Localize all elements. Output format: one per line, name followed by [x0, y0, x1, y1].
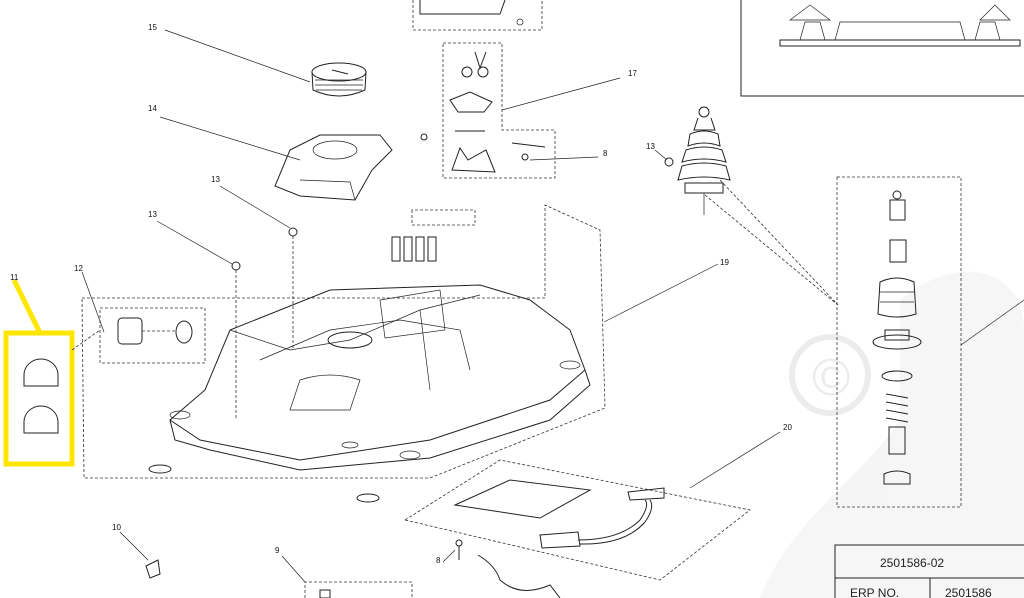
- part-10-clip: [145, 559, 161, 579]
- part-12-gasket-group: [99, 307, 206, 364]
- callout-10: 10: [112, 523, 121, 532]
- screw-13a: [288, 227, 298, 330]
- leader-13b: [156, 220, 233, 265]
- leader-10: [119, 531, 149, 561]
- part-11-caps-highlighted: [3, 329, 101, 467]
- callout-9: 9: [275, 546, 280, 555]
- leader-12: [81, 271, 105, 333]
- leader-14: [159, 116, 301, 161]
- callout-14: 14: [148, 104, 157, 113]
- callout-8b: 8: [436, 556, 441, 565]
- watermark-symbol: ©: [812, 349, 850, 407]
- callout-12: 12: [74, 264, 83, 273]
- title-block-erp-label: ERP NO.: [850, 586, 899, 598]
- leader-column-right: [960, 299, 1024, 346]
- leader-joystick-to-column-b: [704, 194, 839, 306]
- inset-view-top-right: [740, 0, 1024, 97]
- leader-9: [281, 555, 306, 583]
- leader-8a: [529, 156, 599, 161]
- title-block: 2501586-02 ERP NO. 2501586: [834, 544, 1024, 598]
- leader-8b: [442, 549, 456, 563]
- title-block-erp-value: 2501586: [945, 586, 992, 598]
- leader-13c: [654, 149, 668, 161]
- leader-joystick-to-column-a: [719, 179, 839, 306]
- part-cylinders: [391, 209, 476, 262]
- callout-8a: 8: [603, 149, 608, 158]
- callout-15: 15: [148, 23, 157, 32]
- part-cover-plate: [274, 134, 393, 201]
- watermark: ©: [760, 271, 1024, 598]
- part-17-assembly-group: [420, 42, 556, 179]
- callout-13c: 13: [646, 142, 655, 151]
- leader-13a: [219, 185, 291, 229]
- part-main-housing: [81, 204, 606, 503]
- part-knob: [311, 62, 367, 97]
- screw-13b: [231, 261, 241, 385]
- part-screw-8b: [455, 539, 561, 598]
- part-joystick-exploded-column: [836, 176, 962, 508]
- leader-20: [689, 431, 781, 489]
- leader-15: [164, 29, 311, 83]
- callout-20: 20: [783, 423, 792, 432]
- screw-13c: [664, 157, 674, 167]
- callout-17: 17: [628, 69, 637, 78]
- leader-17: [501, 77, 621, 111]
- callout-13a: 13: [211, 175, 220, 184]
- part-top-block: [412, 0, 543, 31]
- callout-13b: 13: [148, 210, 157, 219]
- part-9-group: [304, 581, 413, 598]
- callout-11: 11: [10, 273, 19, 282]
- highlight-leader-11: [11, 278, 43, 335]
- callout-19: 19: [720, 258, 729, 267]
- leader-19: [603, 263, 719, 323]
- part-pcb-board: [403, 459, 751, 581]
- part-joystick: [677, 106, 731, 215]
- title-block-part-number: 2501586-02: [880, 556, 944, 570]
